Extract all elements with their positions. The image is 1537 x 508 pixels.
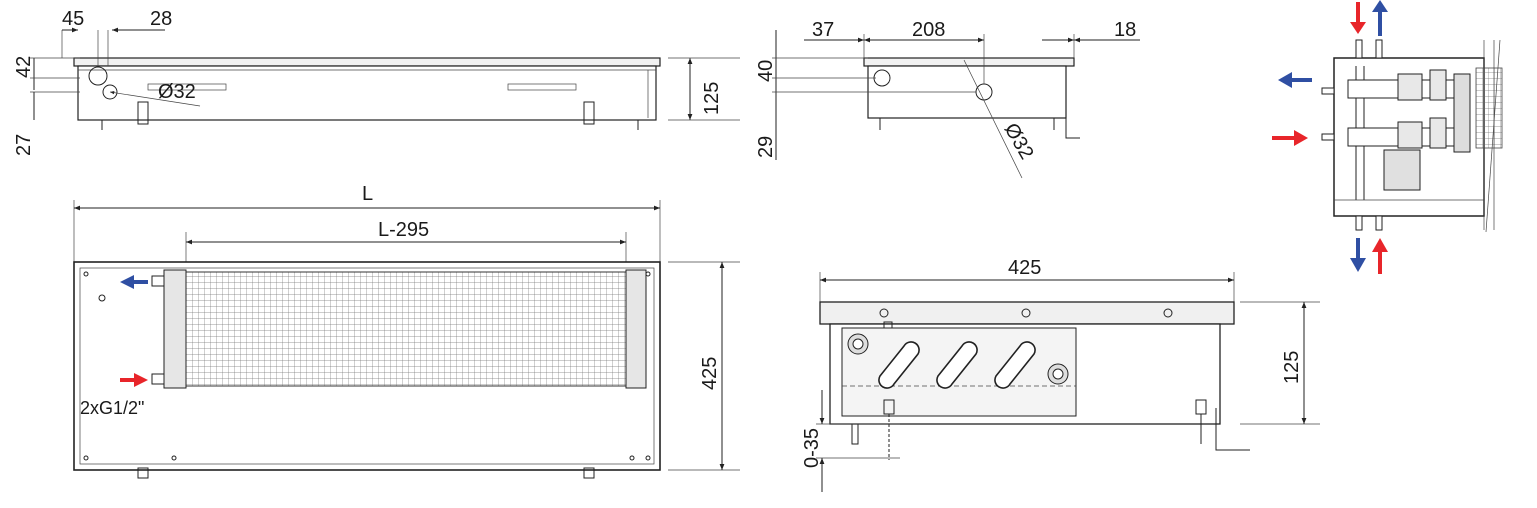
side-housing: [77, 65, 657, 121]
connection-size-label: 2xG1/2": [80, 398, 144, 418]
supply-arrow-left: [1272, 130, 1308, 146]
dim-37: 37: [812, 19, 834, 41]
dim-208: 208: [912, 19, 945, 41]
dim-0-35: 0-35: [801, 428, 823, 468]
dim-125: 125: [701, 82, 723, 115]
dim-40: 40: [755, 60, 777, 82]
dim-29: 29: [755, 136, 777, 158]
supply-arrow-top-view: [120, 373, 148, 387]
supply-arrow-bottom: [1372, 238, 1388, 274]
dim-27: 27: [13, 134, 35, 156]
heat-exchanger: [185, 271, 627, 387]
return-arrow-top: [1372, 0, 1388, 36]
dim-42: 42: [13, 56, 35, 78]
dim-425-width: 425: [699, 357, 721, 390]
dim-28: 28: [150, 8, 172, 30]
connection-detail: [1272, 0, 1503, 274]
side-frame-top: [73, 57, 661, 67]
dim-L-295: L-295: [378, 219, 429, 241]
top-view: L L-295 2xG1/2" 425: [73, 183, 740, 479]
end-view: 37 208 18 40 29 Ø32: [755, 19, 1140, 179]
side-view: 45 28 42 27 125 Ø32: [13, 8, 740, 156]
side-connector-circle: [88, 66, 108, 86]
return-arrow-left: [1278, 72, 1312, 88]
dim-L: L: [362, 183, 373, 205]
dim-45: 45: [62, 8, 84, 30]
dim-diameter-32-end: Ø32: [1000, 120, 1038, 164]
return-arrow-top-view: [120, 275, 148, 289]
section-view: 425 125 0-35: [801, 257, 1320, 492]
supply-arrow-top: [1350, 2, 1366, 34]
dim-125-section: 125: [1281, 351, 1303, 384]
dim-425-section: 425: [1008, 257, 1041, 279]
dim-diameter-32: Ø32: [158, 81, 196, 103]
dim-18: 18: [1114, 19, 1136, 41]
return-arrow-bottom: [1350, 238, 1366, 272]
